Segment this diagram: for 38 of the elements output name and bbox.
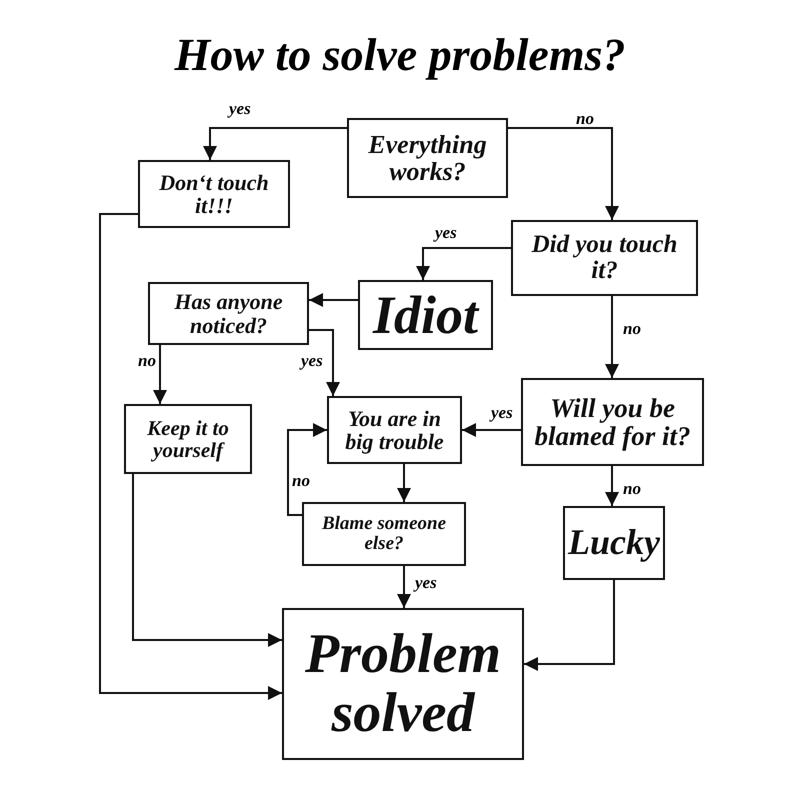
node-text: Idiot	[372, 286, 480, 344]
decision-box	[511, 220, 698, 296]
decision-box	[302, 502, 466, 566]
arrow	[132, 474, 282, 647]
node-text: Did you touch it?	[530, 232, 678, 284]
arrow	[99, 213, 282, 700]
outcome-box	[358, 280, 493, 350]
arrow	[605, 466, 619, 506]
decision-box	[148, 282, 309, 345]
node-text: Problem solved	[304, 625, 502, 743]
outcome-box	[327, 396, 462, 464]
arrow	[462, 423, 521, 437]
action-box	[138, 160, 290, 228]
arrow	[153, 345, 167, 404]
action-box	[124, 404, 252, 474]
arrow	[287, 423, 327, 516]
arrow	[524, 580, 615, 671]
arrow	[397, 464, 411, 502]
arrow	[416, 247, 511, 280]
decision-box	[521, 378, 704, 466]
node-text: Don‘t touch it!!!	[158, 170, 270, 218]
outcome-box	[563, 506, 665, 580]
node-text: Has anyone noticed?	[173, 290, 284, 337]
arrow	[203, 127, 347, 160]
node-text: Lucky	[566, 524, 661, 562]
title: How to solve problems?	[173, 28, 627, 81]
node-text: Blame someone else?	[320, 514, 448, 554]
outcome-box	[282, 608, 524, 760]
arrow	[605, 296, 619, 378]
node-text: You are in big trouble	[344, 406, 445, 454]
node-text: Everything works?	[367, 130, 488, 186]
node-text: Keep it to yourself	[146, 416, 230, 462]
decision-box	[347, 118, 508, 198]
arrow	[508, 127, 619, 220]
node-text: Will you be blamed for it?	[534, 394, 692, 450]
arrow	[309, 293, 358, 307]
arrow	[309, 329, 340, 396]
arrow	[397, 566, 411, 608]
